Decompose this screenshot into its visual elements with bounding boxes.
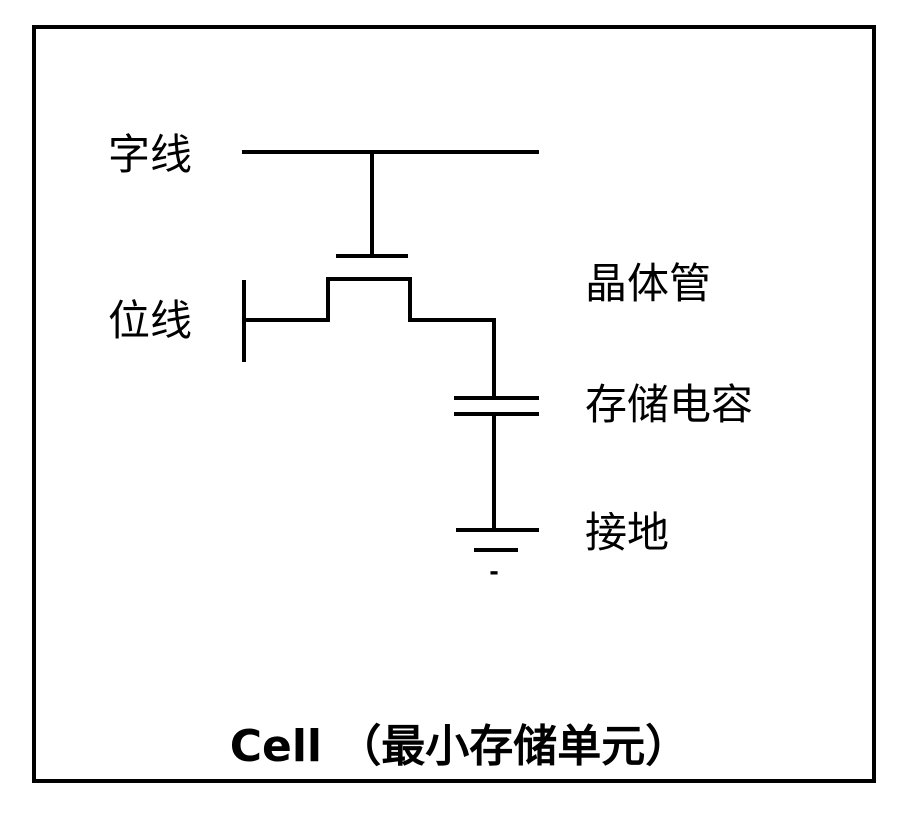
word-line-label: 字线 bbox=[108, 130, 193, 179]
capacitor-label: 存储电容 bbox=[585, 380, 754, 429]
transistor-label: 晶体管 bbox=[585, 259, 712, 308]
diagram-caption: Cell （最小存储单元） bbox=[229, 721, 690, 772]
bit-line-label: 位线 bbox=[108, 296, 193, 345]
diagram-frame bbox=[32, 25, 876, 783]
ground-mark: - bbox=[489, 555, 498, 586]
transistor-channel bbox=[244, 277, 496, 322]
ground-label: 接地 bbox=[585, 508, 670, 557]
